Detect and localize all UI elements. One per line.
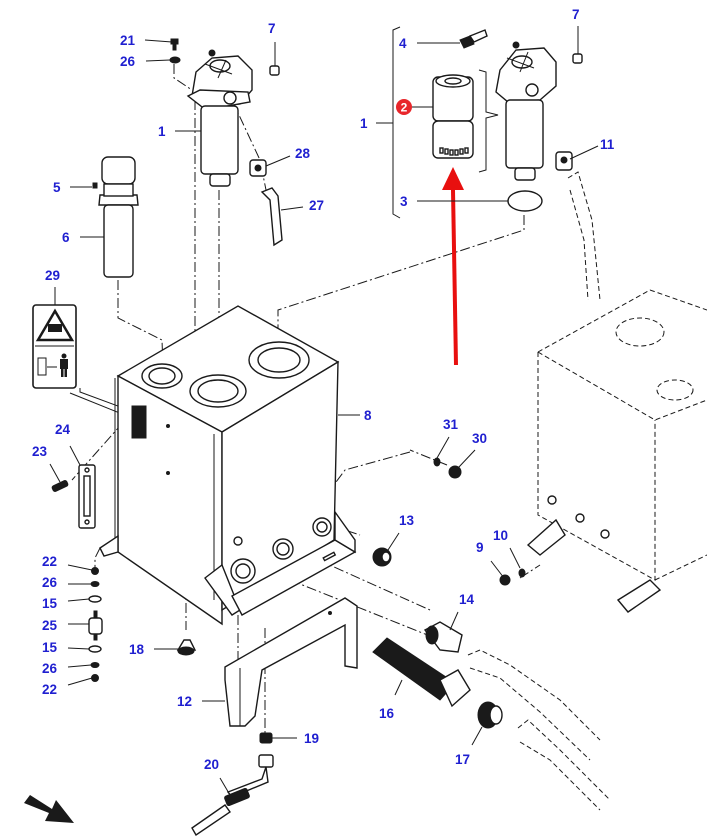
- sensor-cable-20: [191, 754, 274, 837]
- callout-15-upper: 15: [42, 596, 58, 611]
- washer-26-top: [169, 56, 181, 64]
- mount-stack: [88, 567, 103, 682]
- o-ring-3: [507, 190, 543, 212]
- callout-13: 13: [399, 513, 415, 528]
- highlight-arrow: [442, 167, 464, 366]
- callout-22-bottom: 22: [42, 682, 57, 697]
- callout-10: 10: [493, 528, 508, 543]
- bolt-31: [433, 457, 441, 467]
- adapter-17: [477, 701, 503, 729]
- callout-21: 21: [120, 33, 136, 48]
- callout-26-lower: 26: [42, 661, 58, 676]
- badge-label: 2: [401, 101, 408, 115]
- crush-hazard-icon: [48, 324, 62, 332]
- callout-labels: 21 26 7 1 28 27 5 6 29 4 7 1 11 3 8 24 2…: [32, 7, 615, 772]
- filter-head-right: [495, 41, 557, 103]
- temperature-sensor-4: [459, 29, 488, 49]
- washer-10: [518, 568, 526, 578]
- breather-cap-6: [98, 156, 139, 278]
- callout-9: 9: [476, 540, 484, 555]
- callout-12: 12: [177, 694, 192, 709]
- callout-11: 11: [600, 137, 615, 152]
- plug-13: [372, 547, 392, 567]
- callout-29: 29: [45, 268, 60, 283]
- filter-bowl-right: [505, 99, 544, 181]
- nut-7-right: [572, 53, 583, 64]
- filter-head-left: [186, 49, 253, 111]
- nut-22-top: [91, 567, 99, 575]
- callout-7-right: 7: [572, 7, 580, 22]
- callout-19: 19: [304, 731, 319, 746]
- pressure-switch-19: [259, 732, 273, 744]
- callout-26: 26: [120, 54, 136, 69]
- callout-1: 1: [158, 124, 166, 139]
- bracket-12: [224, 597, 358, 727]
- callout-31: 31: [443, 417, 459, 432]
- warning-decal-29: [32, 304, 135, 419]
- callout-22-top: 22: [42, 554, 57, 569]
- callout-1-right: 1: [360, 116, 368, 131]
- adjacent-tank-ghost: [499, 289, 707, 613]
- callout-8: 8: [364, 408, 372, 423]
- nut-22-bottom: [91, 674, 99, 682]
- callout-5: 5: [53, 180, 61, 195]
- highlight-badge: 2: [396, 99, 412, 115]
- screw-23: [51, 480, 69, 492]
- filter-bowl-left: [200, 105, 239, 187]
- front-direction-arrow-icon: [24, 795, 74, 823]
- hoses-ghost: [467, 171, 611, 811]
- filter-slots: [439, 147, 469, 156]
- bolt-9: [499, 574, 511, 586]
- filter-cartridge-2: [432, 74, 474, 159]
- service-kit-bracket: [392, 26, 499, 219]
- callout-17: 17: [455, 752, 470, 767]
- washer-15-upper: [88, 595, 102, 603]
- leader-lines: [49, 26, 599, 796]
- washer-15-lower: [88, 645, 102, 653]
- nut-7-left: [269, 65, 280, 76]
- callout-20: 20: [204, 757, 219, 772]
- washer-26-upper: [90, 581, 100, 587]
- screw-21: [170, 38, 179, 51]
- callout-15-lower: 15: [42, 640, 58, 655]
- callout-14: 14: [459, 592, 475, 607]
- anti-vibration-mount-25: [88, 617, 103, 635]
- person-icon: [60, 353, 68, 377]
- callout-16: 16: [379, 706, 395, 721]
- plug-18: [176, 639, 197, 656]
- hose-27: [260, 187, 283, 247]
- callout-4: 4: [399, 36, 407, 51]
- hydraulic-tank-8: [99, 305, 357, 626]
- callout-7: 7: [268, 21, 276, 36]
- adapter-14: [423, 621, 463, 653]
- fitting-28: [249, 159, 267, 177]
- callout-26-upper: 26: [42, 575, 58, 590]
- callout-18: 18: [129, 642, 145, 657]
- callout-28: 28: [295, 146, 311, 161]
- callout-23: 23: [32, 444, 48, 459]
- nut-30: [448, 465, 462, 479]
- callout-25: 25: [42, 618, 58, 633]
- fitting-11: [555, 151, 573, 171]
- distance-box-icon: [37, 357, 47, 376]
- decal-mounting-area: [131, 405, 147, 439]
- screw-5: [92, 182, 98, 189]
- callout-6: 6: [62, 230, 70, 245]
- callout-30: 30: [472, 431, 487, 446]
- washer-26-lower: [90, 662, 100, 668]
- suction-strainer-16: [372, 637, 471, 708]
- callout-27: 27: [309, 198, 324, 213]
- callout-24: 24: [55, 422, 71, 437]
- sight-gauge-24: [78, 464, 96, 529]
- callout-3: 3: [400, 194, 408, 209]
